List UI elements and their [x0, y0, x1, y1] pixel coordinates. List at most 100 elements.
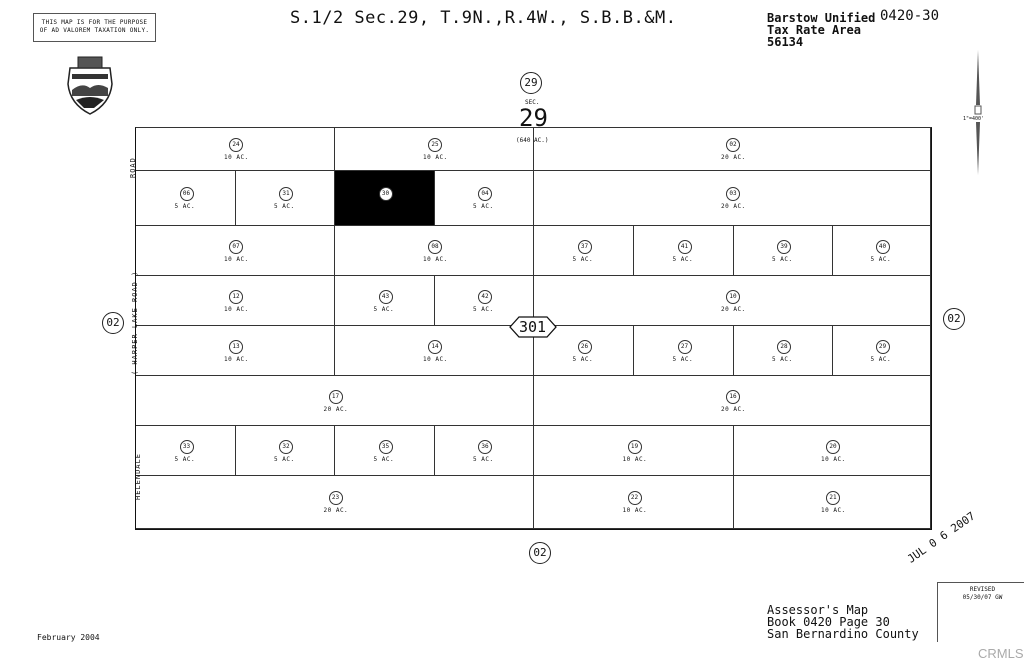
parcel-number: 43 [378, 289, 393, 304]
disclaimer-line: THIS MAP IS FOR THE PURPOSE [41, 19, 148, 26]
county-seal-icon [67, 56, 113, 115]
parcel-number: 20 [826, 439, 840, 454]
parcel-acreage: 5 AC. [672, 355, 694, 363]
revised-label: REVISED [969, 586, 996, 593]
parcel-acreage: 10 AC. [821, 507, 846, 514]
adjacent-map-south[interactable]: 02 [529, 542, 551, 564]
section-area: (640 AC.) [516, 137, 549, 144]
parcel-number: 12 [229, 289, 243, 304]
book-page: Book 0420 Page 30 [767, 615, 890, 629]
parcel-acreage: 10 AC. [224, 355, 249, 363]
parcel-number: 16 [726, 389, 740, 404]
parcel-acreage: 5 AC. [174, 455, 196, 463]
parcel-acreage: 5 AC. [772, 355, 793, 363]
parcel-acreage: 10 AC. [622, 507, 648, 514]
parcel-acreage: 5 AC. [473, 203, 494, 210]
district-name: Barstow Unified [767, 11, 876, 25]
parcel-acreage: 5 AC. [473, 455, 494, 463]
parcel-acreage: 5 AC. [274, 455, 295, 463]
parcel-number: 07 [229, 239, 243, 254]
north-arrow-icon [974, 50, 982, 175]
harper-lake-road-label: ( HARPER LAKE ROAD ) [131, 270, 139, 375]
parcel-30[interactable]: 30 [334, 170, 435, 226]
parcel-number: 42 [478, 289, 492, 304]
parcel-acreage: 5 AC. [373, 455, 395, 463]
watermark: CRMLS [978, 646, 1024, 661]
parcel-23[interactable]: 23 20 AC. [135, 475, 534, 529]
parcel-acreage: 5 AC. [274, 203, 295, 210]
parcel-acreage: 5 AC. [174, 203, 196, 210]
parcel-number: 33 [179, 439, 194, 454]
revision-box: REVISED 05/30/07 GW [937, 582, 1024, 642]
parcel-acreage: 5 AC. [672, 255, 694, 263]
parcel-number: 27 [677, 339, 692, 354]
disclaimer-box: THIS MAP IS FOR THE PURPOSE OF AD VALORE… [33, 13, 156, 42]
parcel-acreage: 10 AC. [224, 305, 249, 313]
parcel-number: 23 [328, 491, 343, 505]
parcel-acreage: 20 AC. [721, 405, 746, 413]
scale-label: 1"=400' [963, 116, 985, 122]
adjacent-map-west[interactable]: 02 [102, 312, 124, 334]
parcel-acreage: 10 AC. [622, 455, 648, 463]
parcel-number: 19 [627, 439, 642, 454]
helendale-road-label: HELENDALE [134, 453, 142, 500]
parcel-acreage: 5 AC. [572, 255, 594, 263]
parcel-number: 29 [875, 339, 890, 354]
parcel-number: 32 [279, 439, 293, 454]
map-date: February 2004 [37, 633, 100, 642]
block-number: 301 [519, 318, 547, 336]
disclaimer-line: OF AD VALOREM TAXATION ONLY. [39, 27, 150, 34]
parcel-number: 03 [726, 187, 740, 201]
parcel-number: 14 [428, 339, 442, 354]
assessor-block: Assessor's Map Book 0420 Page 30 San Ber… [767, 604, 919, 640]
parcel-number: 28 [777, 339, 791, 354]
parcel-06[interactable]: 06 5 AC. [135, 170, 236, 226]
parcel-acreage: 20 AC. [323, 405, 349, 413]
parcel-number: 31 [279, 187, 293, 201]
parcel-04[interactable]: 04 5 AC. [434, 170, 534, 226]
district-label: Tax Rate Area [767, 23, 861, 37]
map-number: 0420-30 [880, 8, 940, 24]
parcel-31[interactable]: 31 5 AC. [235, 170, 335, 226]
adjacent-map-east[interactable]: 02 [943, 308, 965, 330]
parcel-number: 41 [677, 239, 692, 254]
parcel-acreage: 20 AC. [323, 507, 349, 514]
parcel-number: 36 [478, 439, 492, 454]
parcel-acreage: 5 AC. [870, 355, 892, 363]
district-code: 56134 [767, 35, 804, 49]
parcel-number: 30 [378, 187, 393, 201]
parcel-number: 06 [179, 187, 194, 201]
parcel-number: 08 [428, 239, 442, 254]
parcel-acreage: 10 AC. [224, 154, 249, 161]
parcel-number: 04 [478, 187, 492, 201]
